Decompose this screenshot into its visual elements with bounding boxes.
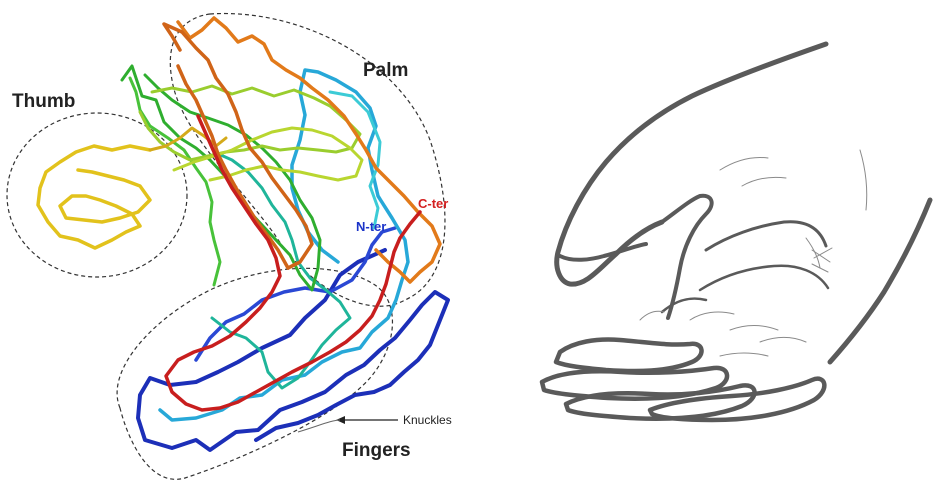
palm-crease-middle xyxy=(700,266,828,290)
thumb-region-outline xyxy=(7,113,187,277)
hand-shading xyxy=(640,150,867,356)
palm-crease-upper xyxy=(706,222,826,250)
thumb-tip xyxy=(560,244,646,260)
finger-ring xyxy=(566,385,755,418)
protein-backbone-panel: Thumb Palm Fingers C-ter N-ter Knuckles xyxy=(7,14,452,480)
thumb-label: Thumb xyxy=(12,91,75,112)
n-terminus-label: N-ter xyxy=(356,219,386,234)
hand-sketch-panel xyxy=(542,44,930,420)
chain-segment-yellow-thumb xyxy=(38,146,150,248)
backbone-chains xyxy=(38,18,448,450)
fingers-label: Fingers xyxy=(342,440,411,461)
palm-label: Palm xyxy=(363,60,408,81)
finger-index xyxy=(556,340,702,372)
wrist-right-contour xyxy=(830,200,930,362)
chain-segment-green-2 xyxy=(130,78,220,285)
knuckles-label: Knuckles xyxy=(403,413,452,427)
c-terminus-label: C-ter xyxy=(418,196,448,211)
hand-outer-contour xyxy=(557,44,826,284)
